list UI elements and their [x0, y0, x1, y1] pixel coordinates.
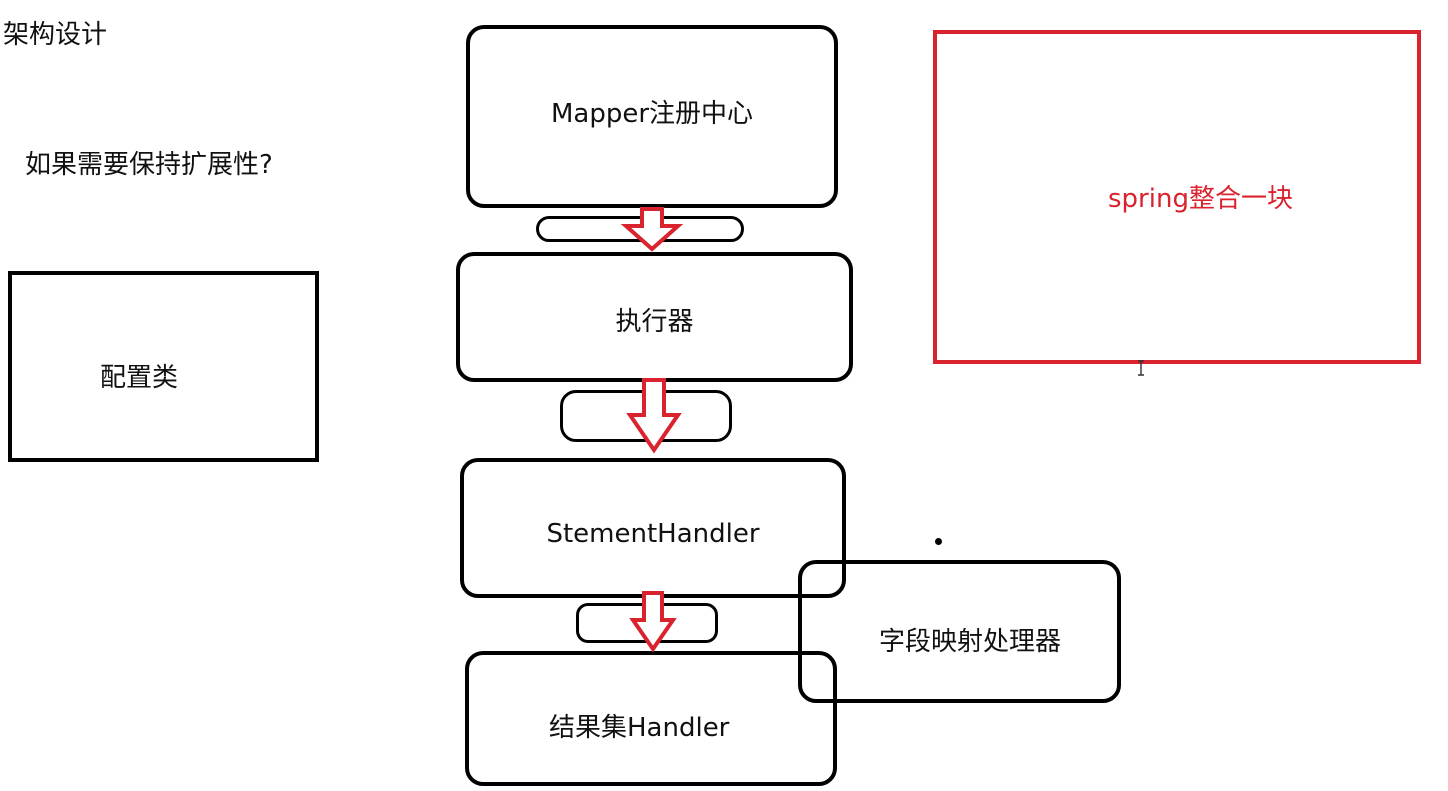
spring-integration-box: spring整合一块	[933, 30, 1421, 364]
mapper-registry-box: Mapper注册中心	[466, 25, 838, 208]
statement-handler-box: StementHandler	[460, 458, 846, 598]
page-title: 架构设计	[3, 20, 108, 50]
field-mapping-handler-box: 字段映射处理器	[798, 560, 1121, 703]
down-arrow-3	[629, 591, 677, 653]
field-mapping-handler-label: 字段映射处理器	[879, 627, 1062, 657]
resultset-handler-box: 结果集Handler	[465, 651, 837, 786]
statement-handler-label: StementHandler	[546, 519, 760, 549]
down-arrow-1	[620, 207, 684, 252]
executor-box: 执行器	[456, 252, 853, 382]
extensibility-question: 如果需要保持扩展性?	[25, 150, 273, 180]
resultset-handler-label: 结果集Handler	[549, 713, 730, 743]
text-cursor-icon	[1138, 360, 1144, 376]
stray-dot	[935, 538, 942, 545]
config-class-label: 配置类	[100, 363, 179, 393]
executor-label: 执行器	[615, 307, 694, 337]
down-arrow-2	[626, 378, 682, 454]
config-class-box: 配置类	[8, 271, 319, 462]
spring-integration-label: spring整合一块	[1108, 184, 1293, 214]
mapper-registry-label: Mapper注册中心	[550, 99, 754, 129]
